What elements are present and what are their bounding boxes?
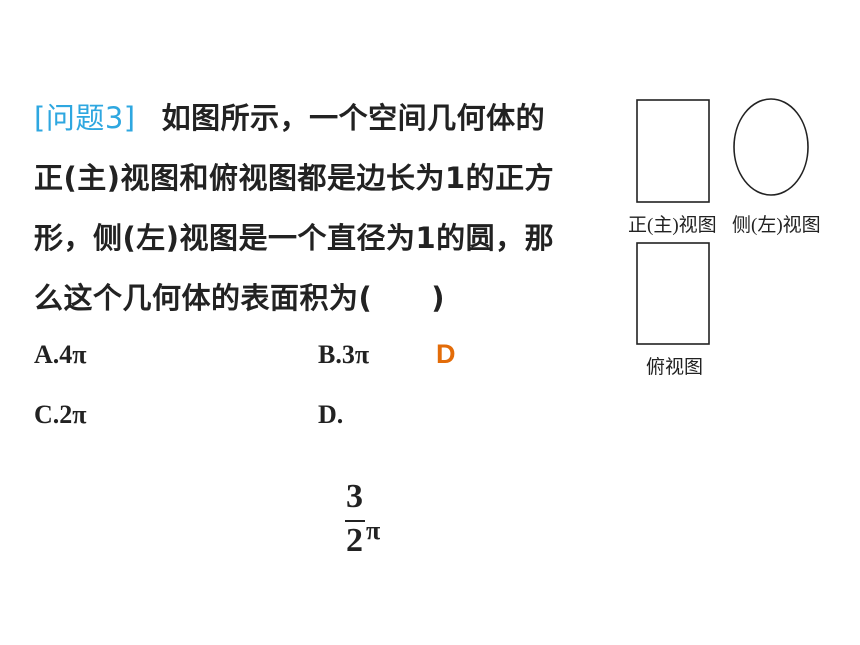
choice-c: C.2π bbox=[34, 400, 87, 429]
question-text: [问题3]如图所示，一个空间几何体的 正(主)视图和俯视图都是边长为1的正方 形… bbox=[34, 88, 624, 328]
fraction-bar bbox=[345, 520, 365, 522]
fraction-numerator: 3 bbox=[346, 478, 363, 515]
choice-a: A.4π bbox=[34, 340, 87, 369]
fraction-denominator: 2 bbox=[346, 522, 363, 559]
pi-symbol: π bbox=[366, 516, 381, 545]
question-line-2: 正(主)视图和俯视图都是边长为1的正方 bbox=[34, 161, 555, 195]
question-line-3: 形，侧(左)视图是一个直径为1的圆，那 bbox=[34, 221, 555, 255]
side-view-label: 侧(左)视图 bbox=[732, 215, 821, 236]
front-view-label: 正(主)视图 bbox=[628, 215, 717, 236]
answer-mark: D bbox=[436, 339, 456, 369]
top-view-label: 俯视图 bbox=[646, 357, 704, 378]
question-line-4: 么这个几何体的表面积为( ) bbox=[34, 281, 446, 315]
fraction-three-halves-pi: 3 2 π bbox=[342, 478, 392, 578]
side-view-circle bbox=[733, 98, 809, 196]
choice-b: B.3π bbox=[318, 340, 370, 369]
question-tag: [问题3] bbox=[34, 101, 136, 135]
question-line-1: [问题3]如图所示，一个空间几何体的 bbox=[34, 101, 546, 135]
top-view-square bbox=[636, 242, 710, 345]
choice-d: D. bbox=[318, 400, 344, 429]
front-view-square bbox=[636, 99, 710, 203]
